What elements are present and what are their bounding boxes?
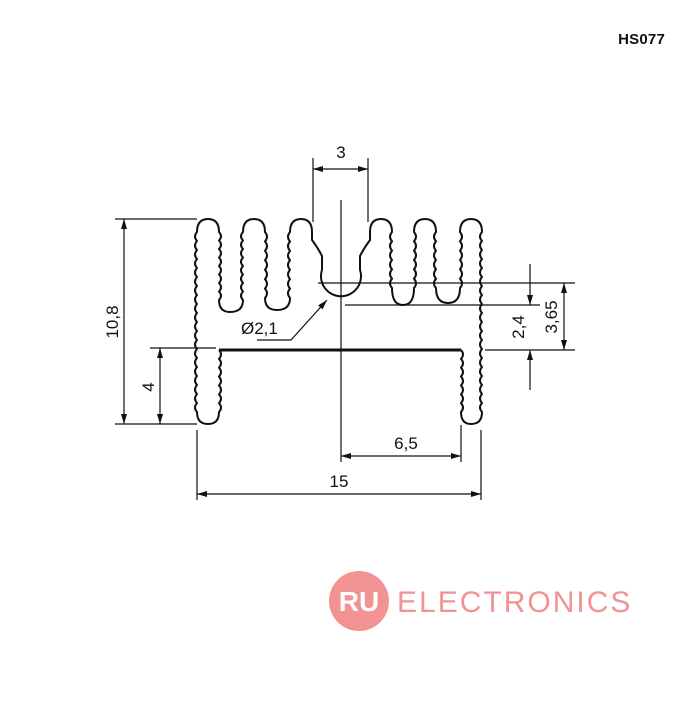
dim-label-top-width: 3 — [336, 143, 345, 162]
dim-label-half-base: 6,5 — [394, 434, 418, 453]
dim-label-total-width: 15 — [330, 472, 349, 491]
dim-label-base-height: 4 — [139, 382, 158, 391]
profile-right-section — [359, 218, 483, 425]
part-code: HS077 — [618, 31, 665, 48]
dim-label-fin-offset-total: 3,65 — [542, 300, 561, 333]
watermark-badge-circle — [329, 571, 389, 631]
dim-label-total-height: 10,8 — [103, 305, 122, 338]
dim-label-hole-diameter: Ø2,1 — [241, 319, 278, 338]
extension-lines — [115, 158, 575, 500]
dimension-lines — [121, 166, 567, 497]
watermark-badge-text: RU — [339, 586, 379, 617]
profile-left-section — [194, 218, 323, 425]
heatsink-profile — [194, 218, 483, 425]
watermark-logo: RU ELECTRONICS — [329, 571, 632, 631]
leader-hole — [257, 299, 328, 341]
dim-label-fin-offset: 2,4 — [509, 315, 528, 339]
watermark-text: ELECTRONICS — [397, 586, 632, 619]
